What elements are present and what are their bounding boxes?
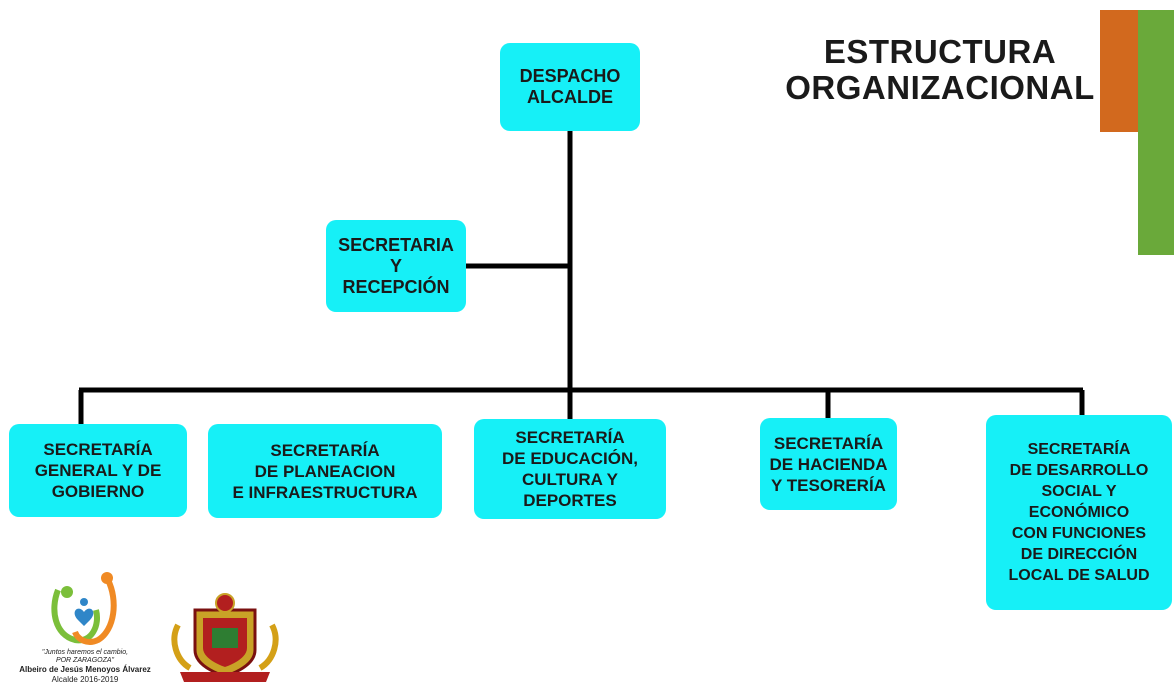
- node-desarrollo: SECRETARÍA DE DESARROLLO SOCIAL Y ECONÓM…: [986, 415, 1172, 610]
- coat-of-arms: [171, 593, 279, 682]
- node-educacion: SECRETARÍA DE EDUCACIÓN, CULTURA Y DEPOR…: [474, 419, 666, 519]
- accent-bar-orange: [1100, 10, 1138, 132]
- footer-mayor-name: Albeiro de Jesús Menoyos Álvarez: [19, 665, 151, 674]
- node-secretaria-recepcion: SECRETARIA Y RECEPCIÓN: [326, 220, 466, 312]
- family-logo: [51, 572, 117, 645]
- footer-slogan: "Juntos haremos el cambio,: [41, 649, 129, 656]
- chart-title: ESTRUCTURA ORGANIZACIONAL: [785, 33, 1095, 106]
- node-general-gobierno: SECRETARÍA GENERAL Y DE GOBIERNO: [9, 424, 187, 517]
- node-hacienda: SECRETARÍA DE HACIENDA Y TESORERÍA: [760, 418, 897, 510]
- footer-mayor-term: Alcalde 2016-2019: [51, 675, 119, 684]
- footer-slogan-2: POR ZARAGOZA": [55, 657, 115, 664]
- node-despacho-alcalde: DESPACHO ALCALDE: [500, 43, 640, 131]
- accent-bar-green: [1138, 10, 1174, 255]
- node-planeacion: SECRETARÍA DE PLANEACION E INFRAESTRUCTU…: [208, 424, 442, 518]
